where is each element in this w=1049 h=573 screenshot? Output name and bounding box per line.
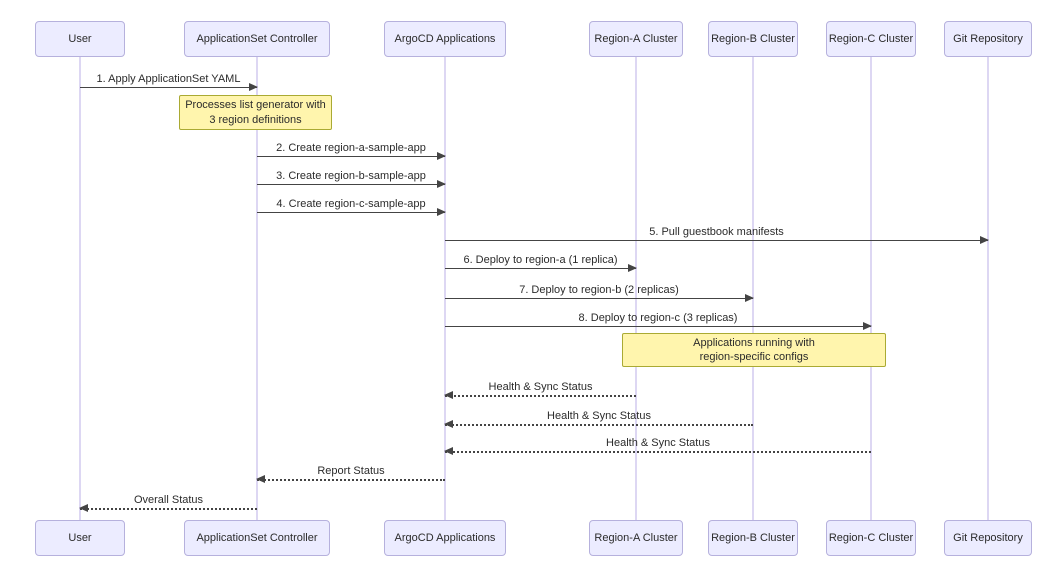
- arrowhead-right-icon: [980, 236, 989, 244]
- actor-top-user: User: [35, 21, 125, 57]
- arrowhead-right-icon: [437, 208, 446, 216]
- message-line: [257, 479, 445, 481]
- message-label: Health & Sync Status: [606, 437, 710, 449]
- lifeline-user: [79, 57, 81, 520]
- message-label: Health & Sync Status: [547, 410, 651, 422]
- message-line: [257, 184, 445, 185]
- lifeline-region-b: [752, 57, 754, 520]
- message-label: Report Status: [317, 465, 385, 477]
- arrowhead-left-icon: [444, 391, 453, 399]
- message-line: [445, 395, 636, 397]
- message-label: Overall Status: [133, 494, 204, 506]
- actor-top-region-b: Region-B Cluster: [708, 21, 798, 57]
- actor-bottom-argocd: ArgoCD Applications: [384, 520, 506, 556]
- message-line: [445, 240, 988, 241]
- message-line: [445, 326, 871, 327]
- arrowhead-right-icon: [437, 152, 446, 160]
- message-label: 8. Deploy to region-c (3 replicas): [578, 312, 738, 324]
- arrowhead-left-icon: [444, 420, 453, 428]
- message-line: [257, 156, 445, 157]
- message-label: 5. Pull guestbook manifests: [649, 226, 784, 238]
- actor-top-region-a: Region-A Cluster: [589, 21, 683, 57]
- message-line: [80, 87, 257, 88]
- message-line: [257, 212, 445, 213]
- actor-bottom-user: User: [35, 520, 125, 556]
- actor-top-appset: ApplicationSet Controller: [184, 21, 330, 57]
- actor-bottom-region-b: Region-B Cluster: [708, 520, 798, 556]
- message-label: 2. Create region-a-sample-app: [276, 142, 426, 154]
- note-apps-running: Applications running with region-specifi…: [622, 333, 886, 367]
- actor-bottom-region-a: Region-A Cluster: [589, 520, 683, 556]
- message-label: 4. Create region-c-sample-app: [276, 198, 426, 210]
- message-line: [445, 424, 753, 426]
- lifeline-argocd: [444, 57, 446, 520]
- arrowhead-right-icon: [437, 180, 446, 188]
- lifeline-region-a: [635, 57, 637, 520]
- message-line: [445, 451, 871, 453]
- message-label: Health & Sync Status: [488, 381, 593, 393]
- arrowhead-left-icon: [79, 504, 88, 512]
- message-line: [445, 268, 636, 269]
- message-line: [80, 508, 257, 510]
- arrowhead-left-icon: [444, 447, 453, 455]
- note-list-generator: Processes list generator with 3 region d…: [179, 95, 332, 130]
- lifeline-appset: [256, 57, 258, 520]
- arrowhead-right-icon: [628, 264, 637, 272]
- message-label: 3. Create region-b-sample-app: [276, 170, 426, 182]
- arrowhead-right-icon: [249, 83, 258, 91]
- message-label: 6. Deploy to region-a (1 replica): [463, 254, 618, 266]
- lifeline-region-c: [870, 57, 872, 520]
- actor-top-git: Git Repository: [944, 21, 1032, 57]
- actor-bottom-region-c: Region-C Cluster: [826, 520, 916, 556]
- message-line: [445, 298, 753, 299]
- arrowhead-right-icon: [745, 294, 754, 302]
- actor-top-argocd: ArgoCD Applications: [384, 21, 506, 57]
- lifeline-git: [987, 57, 989, 520]
- actor-bottom-git: Git Repository: [944, 520, 1032, 556]
- actor-bottom-appset: ApplicationSet Controller: [184, 520, 330, 556]
- message-label: 7. Deploy to region-b (2 replicas): [519, 284, 679, 296]
- message-label: 1. Apply ApplicationSet YAML: [96, 73, 241, 85]
- actor-top-region-c: Region-C Cluster: [826, 21, 916, 57]
- arrowhead-right-icon: [863, 322, 872, 330]
- arrowhead-left-icon: [256, 475, 265, 483]
